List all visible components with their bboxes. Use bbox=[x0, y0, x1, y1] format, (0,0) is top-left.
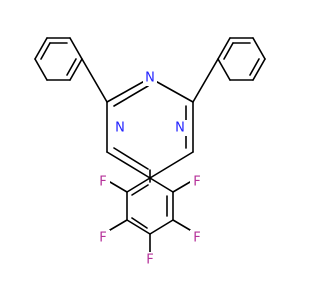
atom-f-upper-right: F bbox=[190, 174, 204, 190]
atom-label-f-upper-right: F bbox=[193, 175, 200, 190]
atom-label-f-lower-right: F bbox=[193, 231, 200, 246]
atom-label-n-right: N bbox=[175, 121, 185, 136]
atom-label-n-left: N bbox=[115, 121, 125, 136]
atom-n-top: N bbox=[143, 70, 157, 86]
cf-bond-lower-right bbox=[172, 219, 191, 231]
left-phenyl-ring bbox=[34, 37, 83, 81]
atom-f-lower-right: F bbox=[190, 230, 204, 246]
pentafluorophenyl-ring bbox=[126, 177, 174, 235]
molecule-structure: N N N F F F F F bbox=[34, 37, 266, 268]
cf-bond-lower-left bbox=[109, 219, 128, 231]
triazine-ring bbox=[106, 77, 194, 179]
atom-f-lower-left: F bbox=[96, 230, 110, 246]
atom-label-f-bottom: F bbox=[146, 253, 153, 268]
atom-f-bottom: F bbox=[143, 252, 157, 268]
right-link-bond bbox=[192, 58, 219, 103]
atom-f-upper-left: F bbox=[96, 174, 110, 190]
atom-labels: N N N F F F F F bbox=[96, 70, 204, 268]
right-phenyl-ring bbox=[217, 37, 266, 81]
atom-n-right: N bbox=[173, 120, 187, 136]
left-link-bond bbox=[81, 58, 108, 103]
atom-label-f-lower-left: F bbox=[99, 231, 106, 246]
atom-label-f-upper-left: F bbox=[99, 175, 106, 190]
cf-bond-upper-right bbox=[172, 181, 191, 193]
atom-n-left: N bbox=[113, 120, 127, 136]
bonds bbox=[34, 37, 266, 253]
cf-bond-upper-left bbox=[109, 181, 128, 193]
atom-label-n-top: N bbox=[145, 71, 155, 86]
